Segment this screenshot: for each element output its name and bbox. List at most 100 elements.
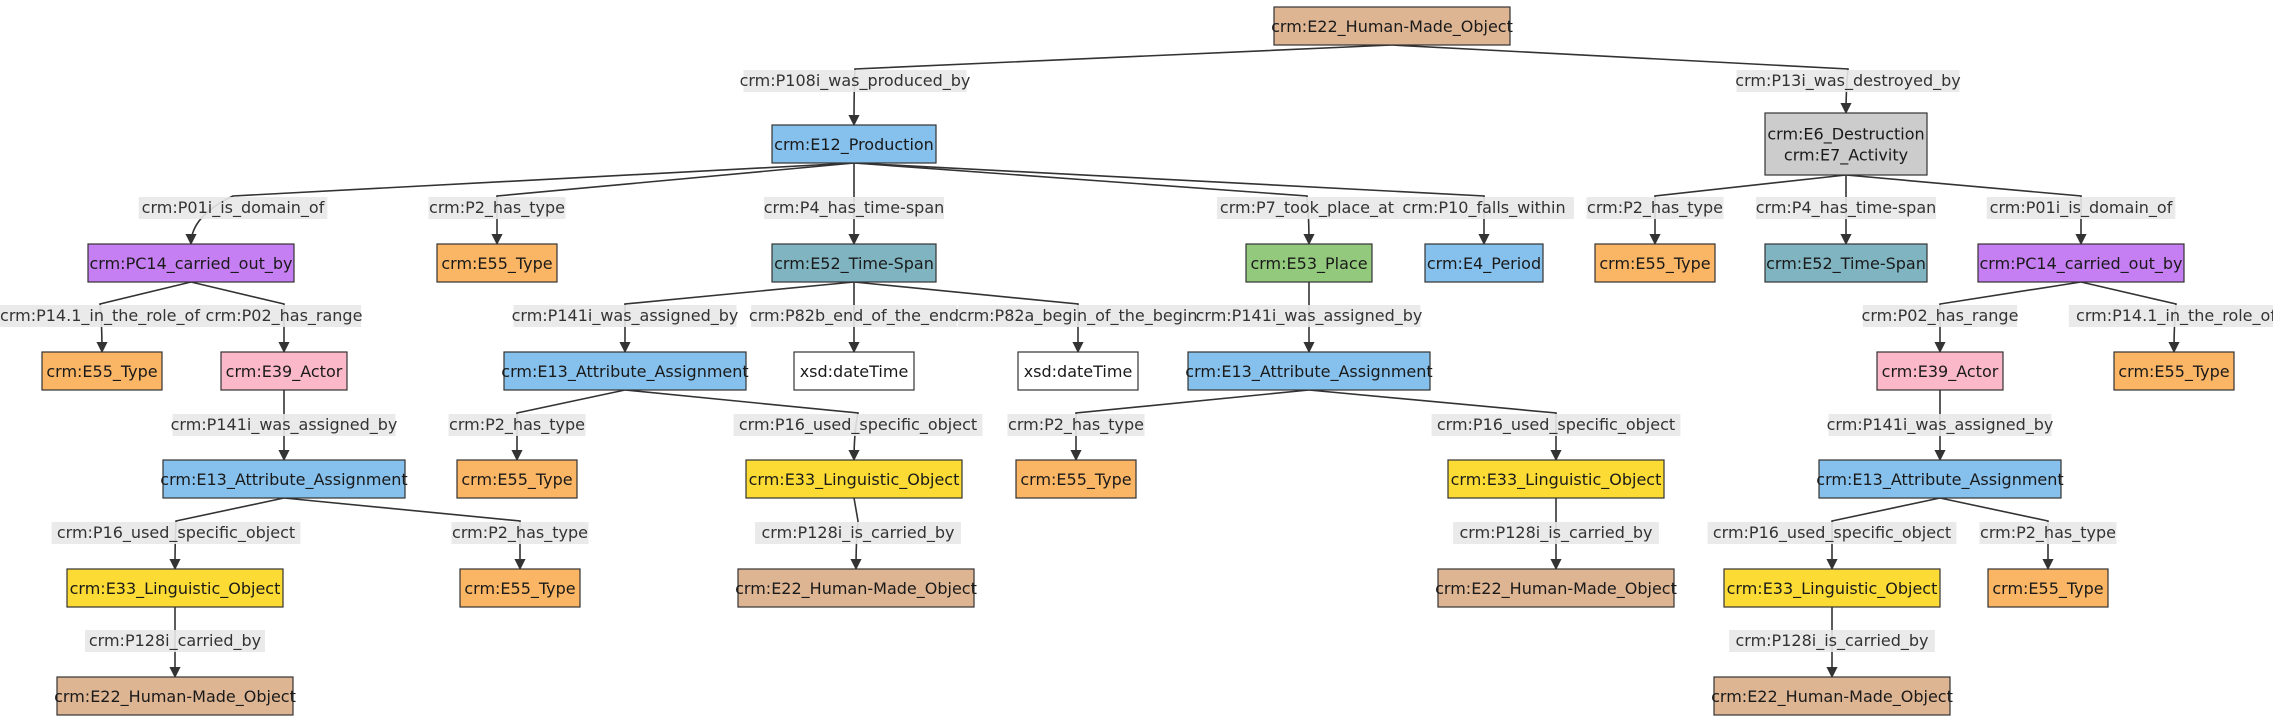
node-n_period[interactable]: crm:E4_Period bbox=[1424, 243, 1544, 283]
edge-label: crm:P128i_is_carried_by bbox=[1453, 522, 1659, 544]
edge-label: crm:P141i_was_assigned_by bbox=[1827, 414, 2054, 436]
edge-label-background bbox=[51, 522, 301, 544]
edge-label-text: crm:P16_used_specific_object bbox=[1713, 523, 1951, 543]
edge-label-text: crm:P13i_was_destroyed_by bbox=[1735, 71, 1960, 91]
edge-label-background bbox=[1394, 197, 1574, 219]
node-n_actor_l[interactable]: crm:E39_Actor bbox=[220, 351, 348, 391]
node-box bbox=[41, 351, 163, 391]
node-label: crm:E12_Production bbox=[774, 135, 934, 155]
edge-label: crm:P2_has_type bbox=[1007, 414, 1145, 436]
edge-label: crm:P16_used_specific_object bbox=[51, 522, 301, 544]
edge-label: crm:P16_used_specific_object bbox=[1431, 414, 1681, 436]
node-box bbox=[1245, 243, 1373, 283]
edge-label-background bbox=[751, 305, 957, 327]
edge-label-background bbox=[448, 414, 586, 436]
node-n_ts_ling[interactable]: crm:E33_Linguistic_Object bbox=[745, 459, 963, 499]
node-label: crm:PC14_carried_out_by bbox=[1980, 254, 2183, 274]
node-label: crm:E22_Human-Made_Object bbox=[1435, 579, 1677, 599]
node-box bbox=[745, 459, 963, 499]
edge-label: crm:P14.1_in_the_role_of bbox=[2068, 305, 2273, 327]
node-n_role_l[interactable]: crm:E55_Type bbox=[41, 351, 163, 391]
node-n_root[interactable]: crm:E22_Human-Made_Object bbox=[1271, 6, 1513, 46]
node-n_d_type[interactable]: crm:E55_Type bbox=[1594, 243, 1716, 283]
edge-label-background bbox=[428, 197, 566, 219]
node-n_al_ling[interactable]: crm:E33_Linguistic_Object bbox=[66, 568, 284, 608]
edge-label: crm:P7_took_place_at bbox=[1217, 197, 1397, 219]
node-n_pc14_r[interactable]: crm:PC14_carried_out_by bbox=[1977, 243, 2185, 283]
node-n_attr_actor_r[interactable]: crm:E13_Attribute_Assignment bbox=[1816, 459, 2064, 499]
edge-label-background bbox=[1217, 197, 1397, 219]
node-n_place[interactable]: crm:E53_Place bbox=[1245, 243, 1373, 283]
node-n_d_ts[interactable]: crm:E52_Time-Span bbox=[1764, 243, 1928, 283]
node-n_role_r[interactable]: crm:E55_Type bbox=[2113, 351, 2235, 391]
edge-label-background bbox=[743, 70, 967, 92]
node-n_attr_actor_l[interactable]: crm:E13_Attribute_Assignment bbox=[160, 459, 408, 499]
node-n_xsd1[interactable]: xsd:dateTime bbox=[793, 351, 915, 391]
edge-label-background bbox=[451, 522, 589, 544]
edge-label: crm:P2_has_type bbox=[428, 197, 566, 219]
edge-label-text: crm:P82a_begin_of_the_begin bbox=[958, 306, 1197, 326]
edge-label: crm:P82a_begin_of_the_begin bbox=[957, 305, 1199, 327]
node-n_xsd2[interactable]: xsd:dateTime bbox=[1017, 351, 1139, 391]
node-n_prod[interactable]: crm:E12_Production bbox=[771, 124, 937, 164]
node-label: crm:E55_Type bbox=[1992, 579, 2103, 599]
node-n_pl_hmo[interactable]: crm:E22_Human-Made_Object bbox=[1435, 568, 1677, 608]
edge-label-text: crm:P128i_is_carried_by bbox=[761, 523, 954, 543]
node-n_pl_type[interactable]: crm:E55_Type bbox=[1015, 459, 1137, 499]
edge-label-background bbox=[764, 197, 944, 219]
node-n_ar_hmo[interactable]: crm:E22_Human-Made_Object bbox=[1711, 676, 1953, 716]
edge-label-text: crm:P16_used_specific_object bbox=[1437, 415, 1675, 435]
edge-label: crm:P01i_is_domain_of bbox=[138, 197, 328, 219]
node-label: crm:E55_Type bbox=[46, 362, 157, 382]
edge-label-text: crm:P2_has_type bbox=[452, 523, 588, 543]
edge-label-background bbox=[1736, 70, 1960, 92]
node-label: crm:E22_Human-Made_Object bbox=[54, 687, 296, 707]
edge-label: crm:P141i_was_assigned_by bbox=[1196, 305, 1422, 327]
edge-label-text: crm:P16_used_specific_object bbox=[57, 523, 295, 543]
node-label: crm:E55_Type bbox=[1599, 254, 1710, 274]
edge-label-background bbox=[85, 630, 265, 652]
node-n_al_hmo[interactable]: crm:E22_Human-Made_Object bbox=[54, 676, 296, 716]
edge-label-text: crm:P128i_is_carried_by bbox=[1459, 523, 1652, 543]
edge-label-text: crm:P14.1_in_the_role_of bbox=[2076, 306, 2273, 326]
edge-label-background bbox=[513, 305, 737, 327]
node-box bbox=[793, 351, 915, 391]
edge-label: crm:P4_has_time-span bbox=[764, 197, 944, 219]
node-n_al_type[interactable]: crm:E55_Type bbox=[459, 568, 581, 608]
node-n_ar_type[interactable]: crm:E55_Type bbox=[1987, 568, 2109, 608]
node-n_pc14_l[interactable]: crm:PC14_carried_out_by bbox=[87, 243, 295, 283]
node-box bbox=[771, 243, 937, 283]
node-n_ts[interactable]: crm:E52_Time-Span bbox=[771, 243, 937, 283]
node-n_ts_hmo[interactable]: crm:E22_Human-Made_Object bbox=[735, 568, 977, 608]
node-n_pl_ling[interactable]: crm:E33_Linguistic_Object bbox=[1447, 459, 1665, 499]
edge-label-background bbox=[172, 414, 396, 436]
edge-label: crm:P82b_end_of_the_end bbox=[749, 305, 959, 327]
edge-label-text: crm:P141i_was_assigned_by bbox=[1827, 415, 2054, 435]
edge-label-background bbox=[138, 197, 328, 219]
edge-label-text: crm:P82b_end_of_the_end bbox=[749, 306, 959, 326]
edge-label-text: crm:P02_has_range bbox=[1862, 306, 2019, 326]
node-n_type_p2[interactable]: crm:E55_Type bbox=[436, 243, 558, 283]
node-box bbox=[1987, 568, 2109, 608]
node-n_actor_r[interactable]: crm:E39_Actor bbox=[1876, 351, 2004, 391]
edge-label-background bbox=[1862, 305, 2018, 327]
node-label: crm:E13_Attribute_Assignment bbox=[1185, 362, 1432, 382]
edge-label: crm:P128i_is_carried_by bbox=[755, 522, 961, 544]
edge-label: crm:P10_falls_within bbox=[1394, 197, 1574, 219]
edge-label-background bbox=[1197, 305, 1421, 327]
node-label: crm:E55_Type bbox=[461, 470, 572, 490]
edge-label-text: crm:P128i_is_carried_by bbox=[1735, 631, 1928, 651]
node-box bbox=[1713, 676, 1951, 716]
node-n_ts_type[interactable]: crm:E55_Type bbox=[456, 459, 578, 499]
node-box bbox=[1015, 459, 1137, 499]
node-n_attr_place[interactable]: crm:E13_Attribute_Assignment bbox=[1185, 351, 1433, 391]
node-box bbox=[1818, 459, 2062, 499]
edge-label-background bbox=[1729, 630, 1935, 652]
node-n_ar_ling[interactable]: crm:E33_Linguistic_Object bbox=[1723, 568, 1941, 608]
node-label: crm:E33_Linguistic_Object bbox=[70, 579, 281, 599]
edge-label-text: crm:P2_has_type bbox=[429, 198, 565, 218]
node-label: crm:E13_Attribute_Assignment bbox=[160, 470, 407, 490]
node-n_attr_ts[interactable]: crm:E13_Attribute_Assignment bbox=[501, 351, 749, 391]
edge-label-background bbox=[1979, 522, 2117, 544]
